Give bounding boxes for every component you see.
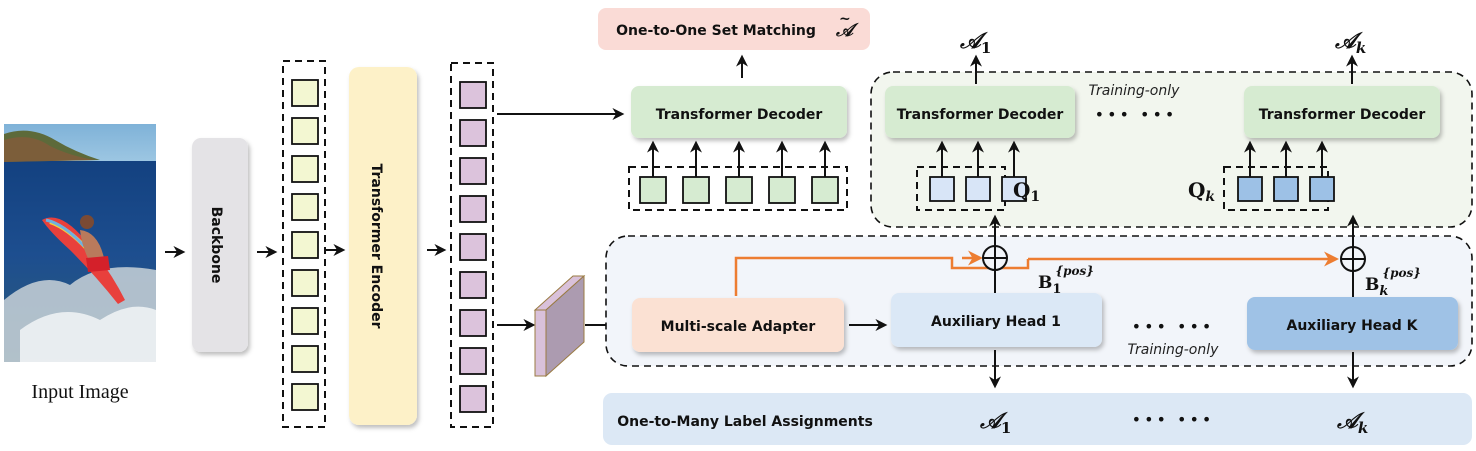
transformer-encoder-block [349,67,417,425]
one-to-one-transformer-decoder [631,86,847,138]
one-to-one-query [639,176,667,204]
one-to-one-set-matching [598,8,870,50]
encoder-input-token [291,155,319,183]
query-qk-token [1273,176,1299,202]
encoder-input-token [291,231,319,259]
plus-circle-k [1340,246,1366,272]
backbone-label: Backbone [208,207,224,284]
transformer-encoder-label: Transformer Encoder [368,163,384,328]
queries-qk [1237,140,1335,202]
one-to-many-ak: 𝒜k [1336,408,1368,437]
feature-map [533,274,586,378]
query-q1-token [929,176,955,202]
encoder-input-token [291,307,319,335]
one-to-many-label: One-to-Many Label Assignments [617,414,873,430]
input-image-caption: Input Image [31,381,128,403]
query-label-q1: Q1 [1013,178,1040,205]
multi-scale-adapter [632,298,844,352]
one-to-one-tilde: ~ [839,11,851,27]
query-q1-token [1001,176,1027,202]
encoder-output-token [459,195,487,223]
encoder-output-token-group [450,62,494,428]
encoder-output-token [459,309,487,337]
input-image [4,124,156,362]
output-ak: 𝒜k [1334,28,1366,57]
queries-q1 [929,140,1027,202]
encoder-output-token [459,157,487,185]
query-qk-token [1309,176,1335,202]
one-to-one-query [682,176,710,204]
encoder-output-token [459,119,487,147]
one-to-one-query [725,176,753,204]
orange-path-adapter-to-plus1 [734,256,1030,296]
encoder-output-token [459,347,487,375]
one-to-one-queries [639,140,839,204]
encoder-input-token [291,383,319,411]
encoder-output-token [459,385,487,413]
bk-pos-label: Bk{pos} [1365,266,1421,299]
query-q1-token [965,176,991,202]
auxiliary-ellipsis: ••• ••• [1132,317,1215,336]
decoder-1-label: Transformer Decoder [897,107,1064,123]
decoder-1 [885,86,1075,138]
auxiliary-head-k [1247,297,1458,350]
auxiliary-head-k-label: Auxiliary Head K [1287,318,1419,334]
b1-pos-label: B1{pos} [1038,264,1094,297]
one-to-one-decoder-label: Transformer Decoder [656,107,823,123]
encoder-output-tokens [459,81,487,413]
one-to-many-ellipsis: ••• ••• [1132,410,1215,429]
plus-circle-1 [982,245,1008,271]
decoder-ellipsis: ••• ••• [1095,105,1178,124]
encoder-output-token [459,271,487,299]
one-to-many-label-assignments [603,393,1472,445]
multi-scale-adapter-label: Multi-scale Adapter [661,319,816,335]
encoder-input-token [291,193,319,221]
encoder-input-token [291,345,319,373]
one-to-one-query [811,176,839,204]
auxiliary-head-1-label: Auxiliary Head 1 [931,314,1061,330]
one-to-one-query [768,176,796,204]
one-to-one-symbol: 𝒜 [835,20,859,41]
decoder-k-label: Transformer Decoder [1259,107,1426,123]
encoder-input-token [291,269,319,297]
auxiliary-head-1 [891,293,1102,347]
encoder-input-token [291,79,319,107]
training-only-note-bottom: Training-only [1128,342,1220,358]
encoder-input-token [291,117,319,145]
training-only-note-top: Training-only [1089,83,1181,99]
one-to-one-label: One-to-One Set Matching [616,23,816,39]
encoder-output-token [459,233,487,261]
query-qk-token [1237,176,1263,202]
output-a1: 𝒜1 [959,28,991,57]
encoder-input-tokens [291,79,319,411]
backbone-block [192,138,248,352]
decoder-k [1244,86,1440,138]
encoder-output-token [459,81,487,109]
query-label-qk: Qk [1188,178,1215,205]
